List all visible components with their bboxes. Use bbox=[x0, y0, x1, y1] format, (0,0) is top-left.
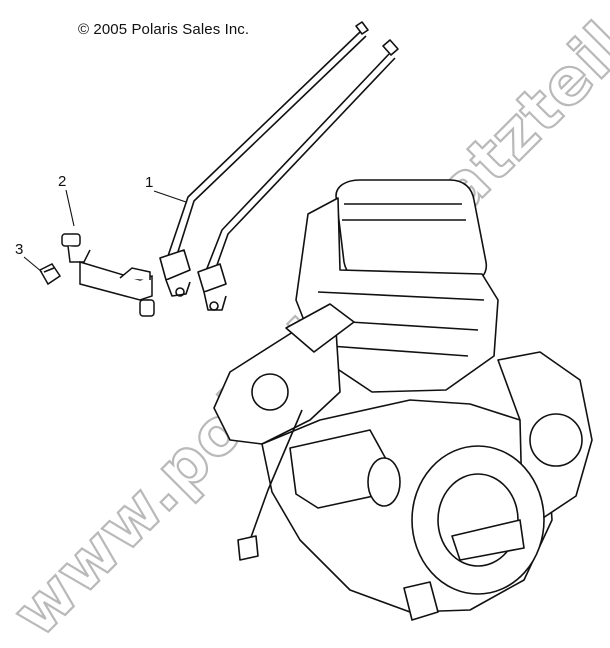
breather-tube-assembly bbox=[159, 21, 399, 311]
hose-fitting bbox=[61, 233, 155, 317]
callout-2: 2 bbox=[58, 173, 67, 190]
callout-1: 1 bbox=[145, 174, 154, 191]
leader-lines bbox=[23, 189, 187, 273]
callout-3: 3 bbox=[15, 241, 24, 258]
engine-illustration bbox=[213, 179, 593, 621]
copyright-notice: © 2005 Polaris Sales Inc. bbox=[78, 21, 250, 38]
cap-part bbox=[38, 263, 62, 286]
